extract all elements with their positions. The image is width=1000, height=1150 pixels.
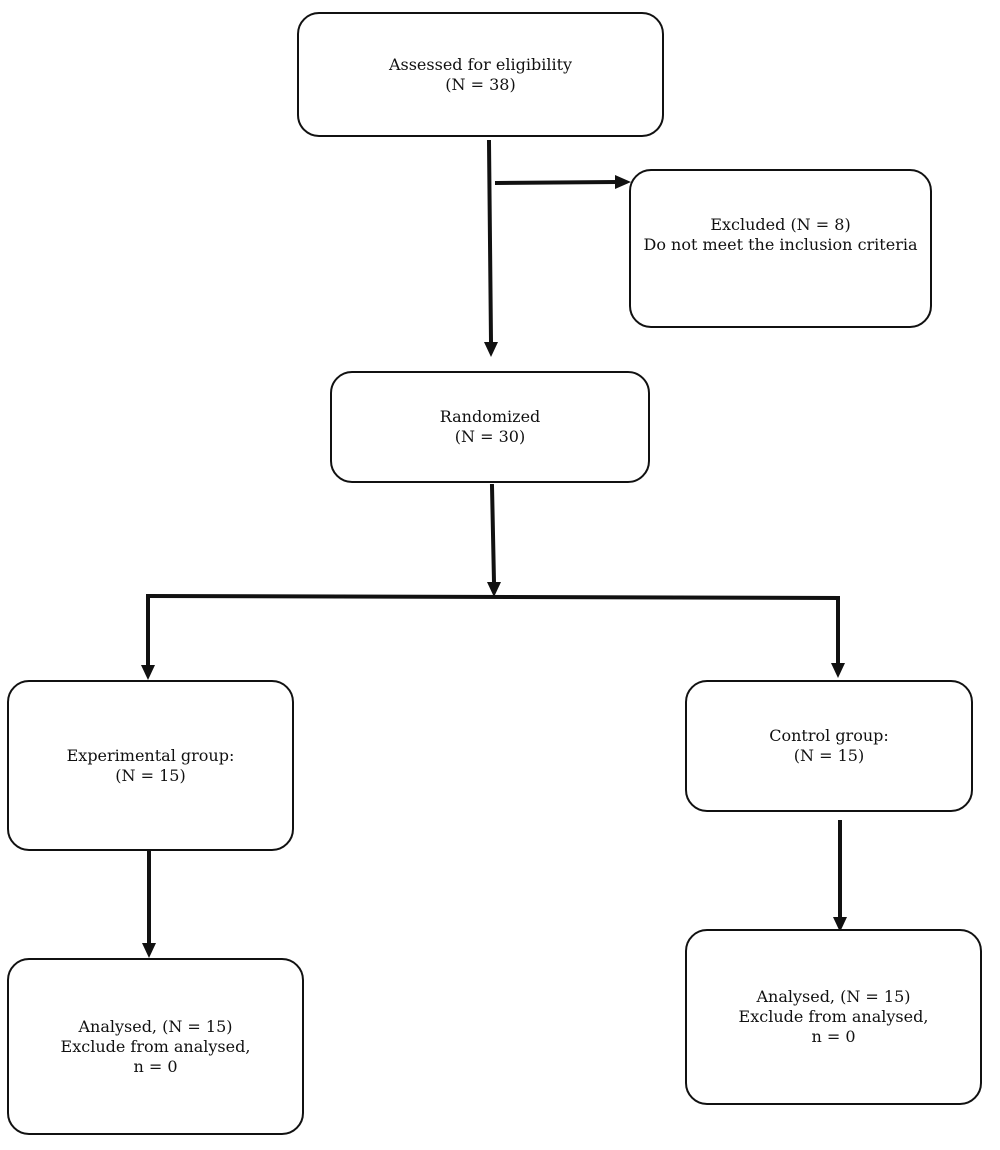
control-count: (N = 15) <box>793 746 865 765</box>
connector-split-bar <box>145 593 841 601</box>
analysed-control-excluded-count: n = 0 <box>811 1027 856 1046</box>
assessed-eligibility-box: Assessed for eligibility (N = 38) <box>297 12 664 137</box>
connector-assessed-to-randomized <box>486 139 494 345</box>
assessed-label: Assessed for eligibility <box>388 54 573 74</box>
assessed-count: (N = 38) <box>445 74 516 94</box>
arrowhead-down-icon <box>484 342 498 357</box>
analysed-experimental-excluded-count: n = 0 <box>133 1056 178 1076</box>
analysed-control-label: Analysed, (N = 15) <box>756 987 911 1006</box>
excluded-box: Excluded (N = 8) Do not meet the inclusi… <box>629 169 932 328</box>
excluded-label: Excluded (N = 8) <box>710 215 851 234</box>
control-group-box: Control group: (N = 15) <box>685 680 973 812</box>
experimental-count: (N = 15) <box>115 765 186 785</box>
arrowhead-down-icon <box>487 582 501 597</box>
arrowhead-down-icon <box>142 943 156 958</box>
control-label: Control group: <box>769 726 889 745</box>
analysed-experimental-label: Analysed, (N = 15) <box>78 1016 233 1036</box>
randomized-label: Randomized <box>439 407 541 426</box>
analysed-control-excluded: Exclude from analysed, <box>738 1007 929 1026</box>
arrowhead-right-icon <box>615 175 631 189</box>
randomized-count: (N = 30) <box>454 427 526 446</box>
arrowhead-down-icon <box>833 917 847 932</box>
experimental-label: Experimental group: <box>66 745 235 765</box>
randomized-box: Randomized (N = 30) <box>330 371 650 483</box>
experimental-group-box: Experimental group: (N = 15) <box>7 680 294 851</box>
connector-to-excluded <box>494 179 618 186</box>
analysed-control-box: Analysed, (N = 15) Exclude from analysed… <box>685 929 982 1105</box>
arrowhead-down-icon <box>831 663 845 678</box>
connector-randomized-down <box>489 483 497 585</box>
analysed-experimental-excluded: Exclude from analysed, <box>60 1036 251 1056</box>
arrowhead-down-icon <box>141 665 155 680</box>
analysed-experimental-box: Analysed, (N = 15) Exclude from analysed… <box>7 958 304 1135</box>
excluded-reason: Do not meet the inclusion criteria <box>643 235 918 254</box>
